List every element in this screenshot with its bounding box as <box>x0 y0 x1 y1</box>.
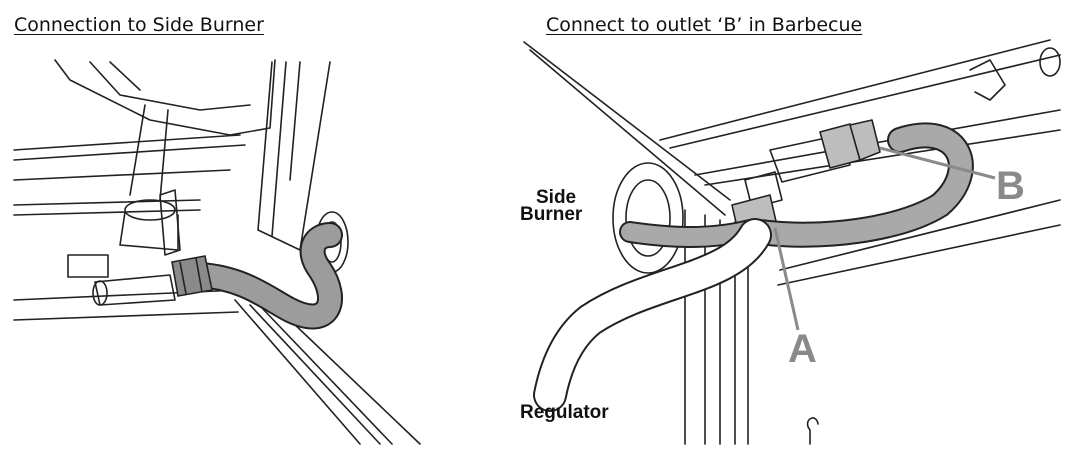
outlet-b-drawing: Side Burner Regulator A B <box>520 39 1061 445</box>
side-burner-connection-heading: Connection to Side Burner <box>14 14 264 36</box>
side-burner-hose <box>189 224 341 328</box>
regulator-label: Regulator <box>520 402 609 423</box>
outlet-a-label: A <box>788 327 817 371</box>
outlet-b-connection-heading: Connect to outlet ‘B’ in Barbecue <box>546 14 863 36</box>
label-b-leader <box>879 146 996 180</box>
burner-housing <box>54 59 276 136</box>
side-panel <box>257 61 331 251</box>
crossover-hose <box>749 124 972 246</box>
side-burner-label-line2: Burner <box>520 204 583 225</box>
valve-body <box>119 211 179 251</box>
side-burner-hose <box>621 221 759 246</box>
frame-edge-left <box>523 41 731 201</box>
outlet-b-pipe <box>769 134 851 183</box>
frame-leg <box>234 299 361 445</box>
outlet-b-label: B <box>996 164 1025 208</box>
side-burner-grommet <box>612 162 684 274</box>
frame-rail-upper <box>13 134 241 151</box>
outlet-b-connection-panel: Connect to outlet ‘B’ in Barbecue <box>520 0 1090 464</box>
outlet-b-nut <box>819 119 881 169</box>
side-burner-label-line1: Side <box>536 187 576 208</box>
side-burner-connection-panel: Connection to Side Burner <box>13 14 421 445</box>
frame-edge-top <box>659 39 1051 141</box>
burner-tube <box>129 104 169 201</box>
regulator-hose <box>535 220 770 410</box>
hook <box>806 417 819 445</box>
mounting-bracket <box>969 59 1006 101</box>
hose-nut <box>171 255 213 297</box>
outlet-a-fitting <box>744 171 783 209</box>
side-burner-drawing <box>13 59 421 445</box>
igniter-block <box>67 254 109 278</box>
label-a-leader <box>773 227 800 331</box>
